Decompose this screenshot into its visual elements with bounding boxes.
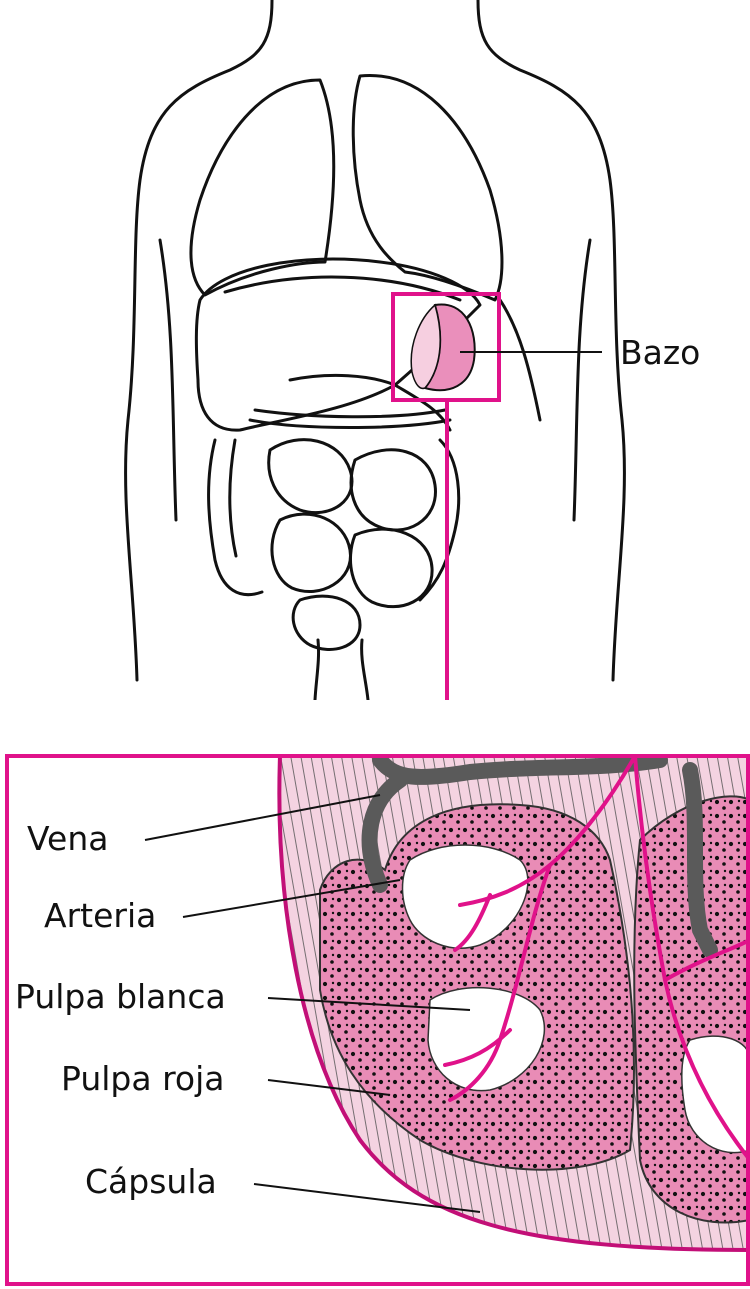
torso-illustration xyxy=(124,0,626,700)
spleen-organ xyxy=(410,303,476,392)
label-capsula: Cápsula xyxy=(85,1162,217,1201)
label-arteria: Arteria xyxy=(44,896,157,935)
label-pulpa-blanca: Pulpa blanca xyxy=(15,977,226,1016)
label-pulpa-roja: Pulpa roja xyxy=(61,1059,225,1098)
detail-frame xyxy=(5,754,750,1286)
label-vena: Vena xyxy=(27,819,109,858)
label-bazo: Bazo xyxy=(620,333,701,372)
